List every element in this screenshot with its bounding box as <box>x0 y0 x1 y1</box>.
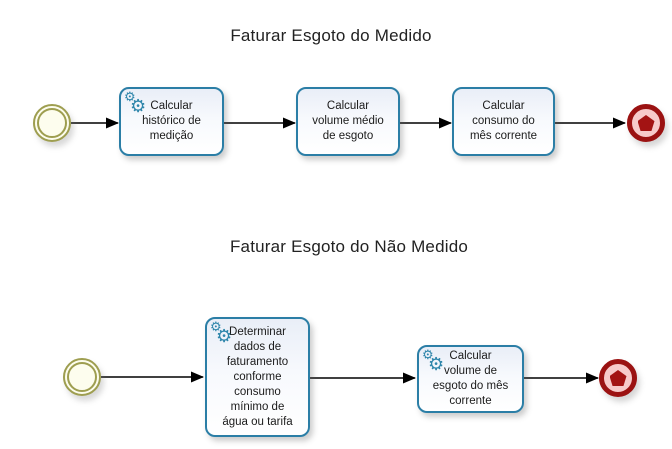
task-label: Determinar dados de faturamento conforme… <box>222 325 293 428</box>
start-event-medido[interactable] <box>33 104 71 142</box>
task-calcular-historico-medicao[interactable]: ⚙ ⚙ Calcular histórico de medição <box>119 87 224 156</box>
multiple-end-pentagon-icon <box>637 115 655 131</box>
flow-title-medido: Faturar Esgoto do Medido <box>230 26 432 45</box>
task-calcular-volume-medio[interactable]: Calcular volume médio de esgoto <box>296 87 400 156</box>
start-event-inner-ring <box>67 362 97 392</box>
end-event-medido[interactable] <box>627 104 665 142</box>
task-label: Calcular histórico de medição <box>142 100 201 142</box>
task-label: Calcular consumo do mês corrente <box>469 100 538 142</box>
start-event-nao-medido[interactable] <box>63 358 101 396</box>
flow-title-nao-medido: Faturar Esgoto do Não Medido <box>229 237 469 256</box>
task-calcular-consumo-mes[interactable]: Calcular consumo do mês corrente <box>452 87 555 156</box>
end-event-nao-medido[interactable] <box>599 359 637 397</box>
task-determinar-dados-faturamento[interactable]: ⚙ ⚙ Determinar dados de faturamento conf… <box>205 317 310 437</box>
task-calcular-volume-esgoto-mes[interactable]: ⚙ ⚙ Calcular volume de esgoto do mês cor… <box>417 345 524 413</box>
task-label: Calcular volume médio de esgoto <box>312 100 384 142</box>
task-label: Calcular volume de esgoto do mês corrent… <box>432 350 509 407</box>
multiple-end-pentagon-icon <box>609 370 627 386</box>
start-event-inner-ring <box>37 108 67 138</box>
